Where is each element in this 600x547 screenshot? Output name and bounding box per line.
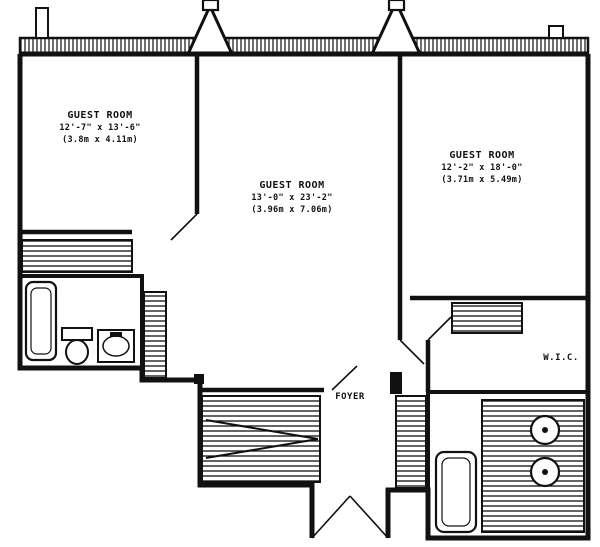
closets — [21, 239, 585, 533]
sink-left-basin — [102, 335, 130, 357]
room3-imperial: 12'-2" x 18'-0" — [441, 163, 522, 173]
closet-wic-shelf — [451, 302, 523, 334]
wall-blocks — [194, 372, 402, 394]
room1-metric: (3.8m x 4.11m) — [62, 135, 138, 145]
room3-metric: (3.71m x 5.49m) — [441, 175, 522, 185]
bathtub-left-inner — [30, 287, 52, 355]
entry-door-right-leaf — [349, 495, 389, 539]
bathtub-right-inner — [441, 457, 471, 527]
door-room2 — [331, 365, 358, 391]
bathtub-left — [24, 280, 58, 362]
entry-door-left-leaf — [311, 495, 351, 539]
toilet-left-tank — [61, 327, 93, 341]
wall-block-foyer — [390, 372, 402, 394]
top-right-marker — [548, 25, 564, 39]
bathroom-left-walls — [18, 274, 144, 370]
sink-right-lower-drain — [542, 469, 548, 475]
interior-walls — [20, 54, 588, 393]
room1-imperial: 12'-7" x 13'-6" — [59, 123, 140, 133]
closet-foyer-large — [201, 395, 321, 483]
room2-name: GUEST ROOM — [259, 180, 324, 191]
door-swings — [170, 213, 452, 539]
labels: GUEST ROOM 12'-7" x 13'-6" (3.8m x 4.11m… — [59, 110, 578, 402]
roof-peak-right-cap — [387, 0, 406, 12]
roof-peak-left — [185, 2, 235, 56]
wall-block-hall — [194, 374, 204, 384]
room3-name: GUEST ROOM — [449, 150, 514, 161]
bathtub-right — [434, 450, 478, 534]
closet-room1 — [21, 239, 133, 273]
top-window-band — [18, 0, 590, 56]
bathroom-right-walls — [426, 390, 590, 540]
closet-wedge-lower-line — [205, 438, 319, 459]
roof-peak-left-cap — [201, 0, 220, 12]
wic-label: W.I.C. — [543, 353, 579, 363]
closet-door-wedge — [205, 419, 319, 459]
room2-imperial: 13'-0" x 23'-2" — [251, 193, 332, 203]
sink-left-faucet — [110, 332, 122, 337]
closet-hall-vertical — [395, 395, 427, 489]
door-wic — [427, 316, 452, 341]
door-room3 — [399, 339, 425, 365]
room2-metric: (3.96m x 7.06m) — [251, 205, 332, 215]
door-room1 — [170, 213, 198, 241]
bathroom-left — [18, 274, 144, 370]
sink-right-upper-drain — [542, 427, 548, 433]
room1-name: GUEST ROOM — [67, 110, 132, 121]
closet-hall-strip — [143, 291, 167, 379]
bathroom-right — [426, 390, 590, 540]
top-left-chimney — [35, 7, 49, 39]
closet-wedge-upper-line — [205, 419, 319, 440]
toilet-left-bowl — [65, 339, 89, 365]
foyer-label: FOYER — [335, 392, 365, 402]
